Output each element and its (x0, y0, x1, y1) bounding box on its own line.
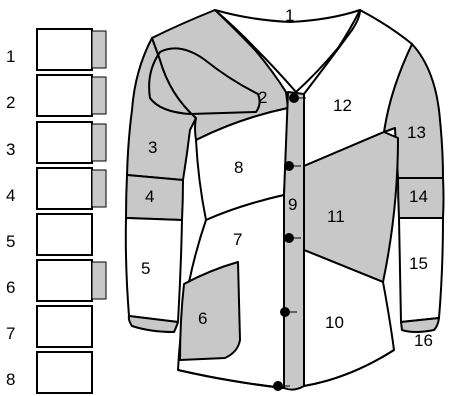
left-sleeve-band (126, 175, 183, 220)
legend-row-number: 6 (6, 278, 15, 297)
piece-label-11: 11 (327, 207, 345, 226)
piece-label-2: 2 (258, 88, 267, 107)
piece-label-9: 9 (288, 195, 297, 214)
left-pocket (180, 262, 240, 360)
legend-row-number: 7 (6, 324, 15, 343)
legend-row-number: 5 (6, 232, 15, 251)
left-sleeve-lower (126, 218, 182, 322)
legend-swatch-gray (92, 262, 106, 299)
piece-label-8: 8 (234, 158, 243, 177)
button-icon (273, 381, 283, 391)
piece-label-16: 16 (414, 331, 433, 350)
legend-box (37, 29, 92, 70)
piece-label-15: 15 (409, 254, 428, 273)
legend-swatch-gray (92, 77, 106, 114)
button-icon (280, 307, 290, 317)
legend-row-number: 3 (6, 140, 15, 159)
legend-box (37, 306, 92, 347)
legend-row-number: 8 (6, 370, 15, 389)
legend-row-number: 1 (6, 47, 15, 66)
piece-label-7: 7 (233, 230, 242, 249)
piece-label-5: 5 (141, 259, 150, 278)
piece-label-6: 6 (198, 309, 207, 328)
legend-swatch-gray (92, 170, 106, 207)
piece-label-14: 14 (409, 187, 428, 206)
piece-label-13: 13 (407, 123, 426, 142)
legend-box (37, 75, 92, 116)
piece-label-3: 3 (148, 138, 157, 157)
button-icon (284, 161, 294, 171)
legend-swatch-gray (92, 124, 106, 161)
piece-label-1: 1 (285, 6, 294, 25)
legend-row-number: 2 (6, 93, 15, 112)
legend-box (37, 122, 92, 163)
piece-label-12: 12 (333, 96, 352, 115)
piece-label-4: 4 (145, 187, 154, 206)
legend-row-number: 4 (6, 186, 15, 205)
legend-box (37, 214, 92, 255)
legend-box (37, 260, 92, 301)
legend-box (37, 168, 92, 209)
piece-label-10: 10 (325, 313, 344, 332)
button-icon (284, 233, 294, 243)
jacket (126, 10, 444, 390)
legend-box (37, 352, 92, 393)
legend-swatch-gray (92, 31, 106, 68)
button-icon (289, 93, 299, 103)
legend: 1 2 3 4 5 6 7 8 (6, 29, 106, 393)
